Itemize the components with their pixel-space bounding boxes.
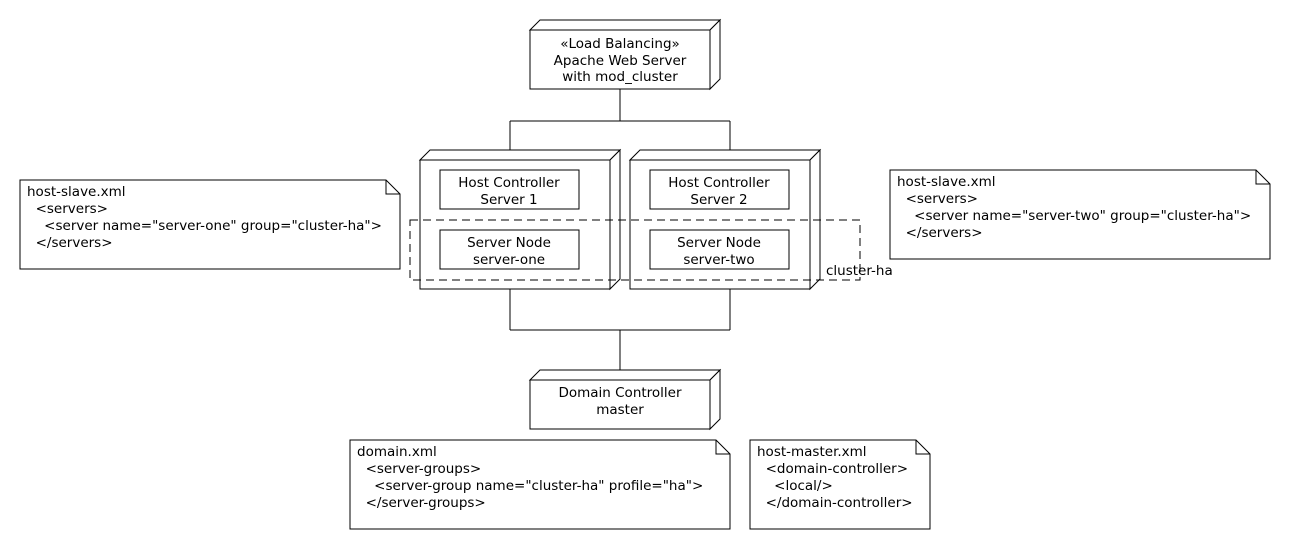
note-host-slave-2 (889, 169, 1271, 260)
cluster-label: cluster-ha (826, 263, 893, 279)
note-domain-xml-line: <server-group name="cluster-ha" profile=… (357, 478, 703, 494)
lb-stereotype: «Load Balancing» (560, 36, 680, 52)
cluster-boundary (409, 219, 861, 281)
note-host-slave-2-line: </servers> (897, 225, 983, 241)
note-host-slave-1-line: </servers> (27, 235, 113, 251)
note-host-slave-1-line: <servers> (27, 201, 108, 217)
note-host-master-line: <local/> (757, 478, 833, 494)
host-controller-1-line2: Server 1 (480, 192, 537, 208)
server-node-1-box (439, 229, 580, 270)
connector-lines (509, 89, 731, 380)
note-domain-xml (349, 439, 731, 530)
domain-controller-line2: master (596, 402, 644, 418)
server-node-2-line2: server-two (683, 252, 754, 268)
note-host-master-line: <domain-controller> (757, 461, 908, 477)
note-host-slave-1 (19, 179, 401, 270)
lb-line1: Apache Web Server (554, 53, 687, 69)
note-host-master-line: </domain-controller> (757, 495, 913, 511)
server-node-1-line1: Server Node (467, 235, 551, 251)
server-node-2-box (649, 229, 790, 270)
domain-controller-node (528, 368, 722, 431)
note-host-slave-2-line: <server name="server-two" group="cluster… (897, 208, 1251, 224)
note-domain-xml-line: <server-groups> (357, 461, 481, 477)
note-host-slave-2-line: host-slave.xml (897, 174, 996, 190)
load-balancer-node (528, 18, 722, 91)
host-controller-2-line1: Host Controller (668, 175, 770, 191)
note-domain-xml-line: domain.xml (357, 444, 437, 460)
note-host-master (749, 439, 931, 530)
note-host-slave-1-line: <server name="server-one" group="cluster… (27, 218, 382, 234)
lb-line2: with mod_cluster (562, 69, 678, 85)
host-controller-1-line1: Host Controller (458, 175, 560, 191)
domain-controller-line1: Domain Controller (558, 385, 682, 401)
note-host-master-line: host-master.xml (757, 444, 867, 460)
server-node-1-line2: server-one (473, 252, 545, 268)
host-controller-1-box (439, 169, 580, 210)
host-1-node (418, 148, 622, 291)
host-controller-2-line2: Server 2 (690, 192, 747, 208)
host-controller-2-box (649, 169, 790, 210)
note-host-slave-1-line: host-slave.xml (27, 184, 126, 200)
note-host-slave-2-line: <servers> (897, 191, 978, 207)
server-node-2-line1: Server Node (677, 235, 761, 251)
note-domain-xml-line: </server-groups> (357, 495, 486, 511)
